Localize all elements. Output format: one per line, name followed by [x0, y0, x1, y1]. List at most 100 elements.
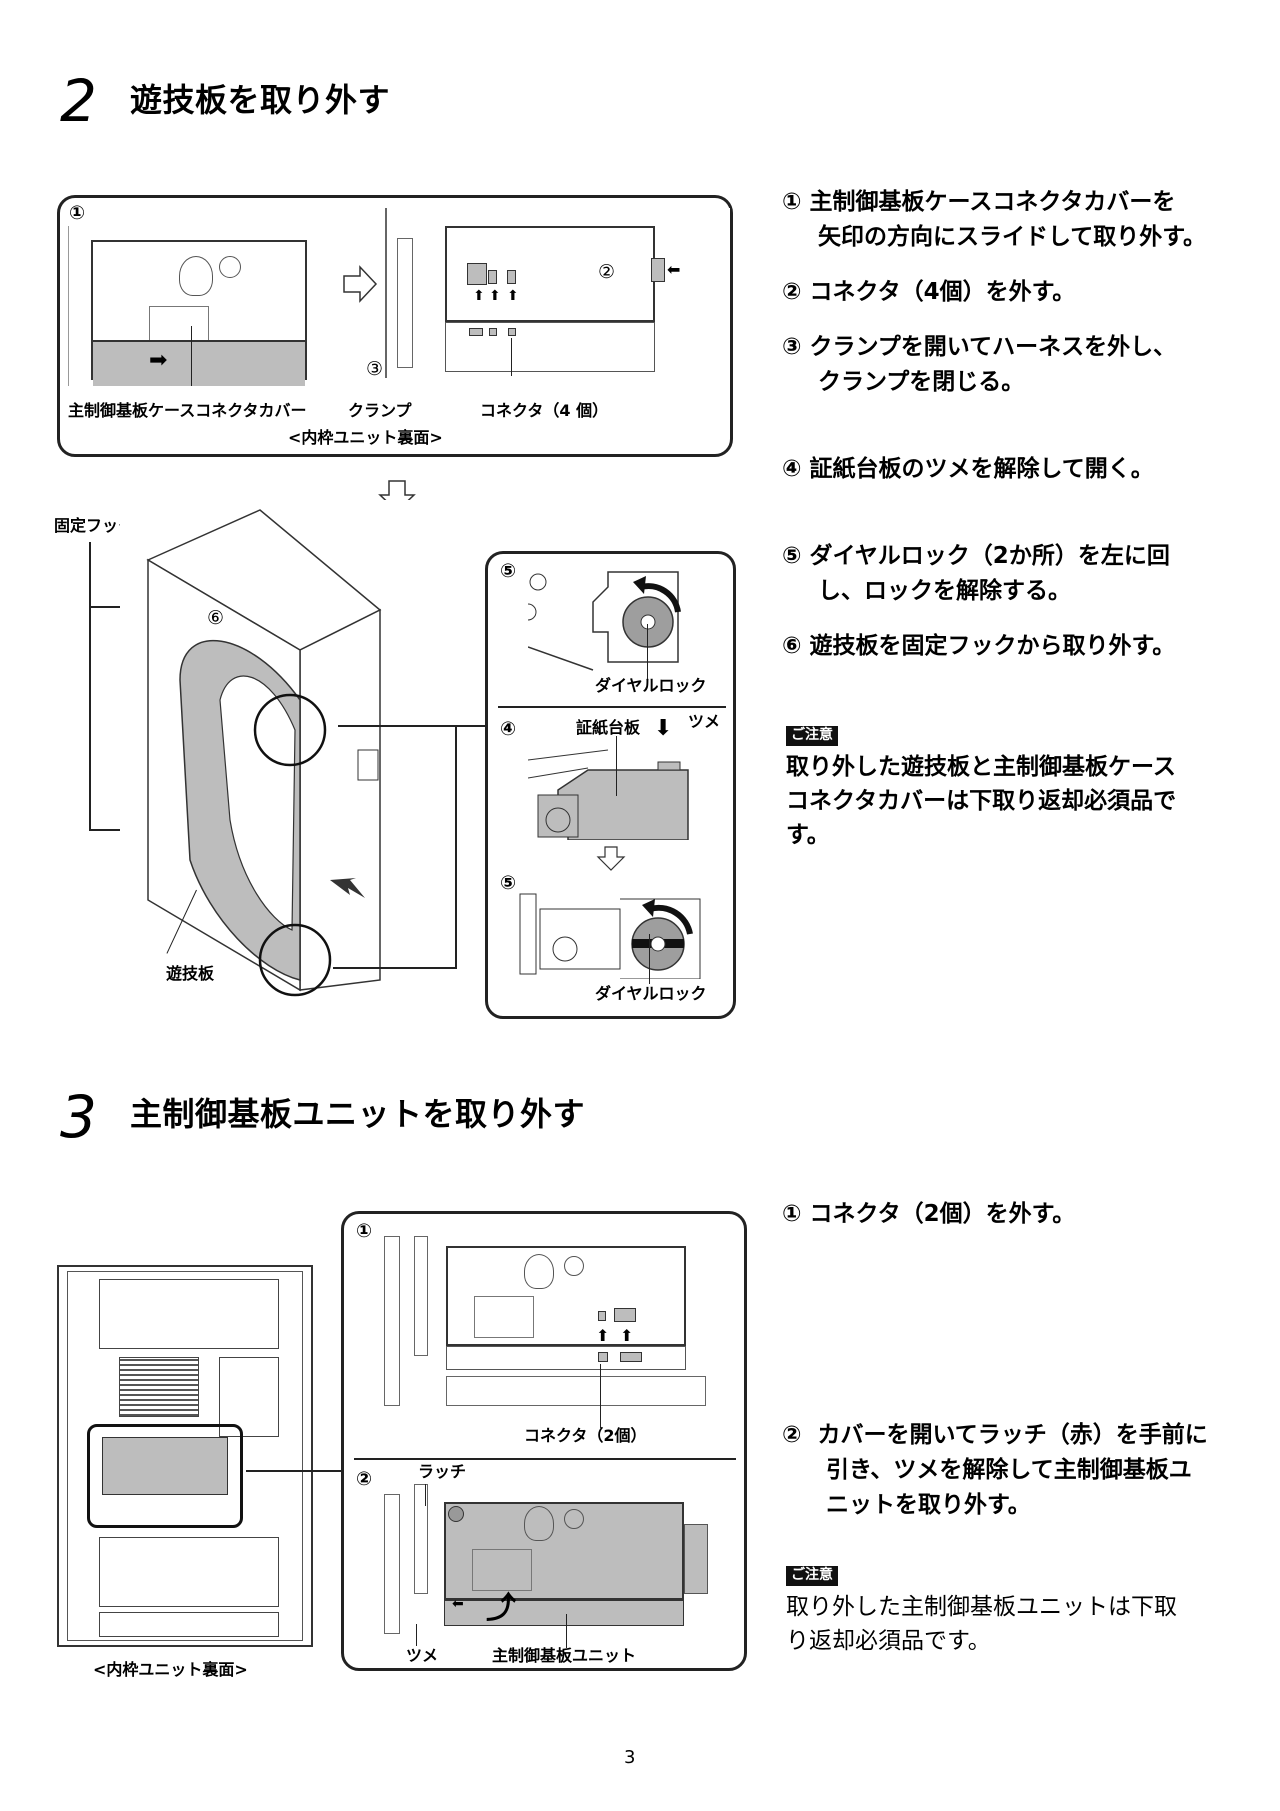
drawing-control-board-connectors: ⬅ ⬆ ⬆ ⬆ ②: [385, 208, 730, 386]
label-tab: ツメ: [688, 712, 721, 731]
pull-arrow-icon: ⬅: [667, 260, 681, 279]
release-arrow-icon: ⬅: [452, 1596, 464, 1612]
step-text: コネクタ（4個）を外す。: [809, 279, 1076, 305]
section-3-number: 3: [60, 1083, 97, 1151]
step-3: ③ クランプを開いてハーネスを外し、 クランプを閉じる。: [782, 330, 1206, 400]
leader-line: [89, 542, 91, 830]
step-text: 証紙台板のツメを解除して開く。: [809, 456, 1154, 482]
leader-line: [333, 967, 456, 969]
note-line: す。: [786, 822, 830, 848]
divider: [354, 1458, 736, 1460]
press-down-arrow-icon: ⬇: [654, 716, 673, 741]
label-dial-lock: ダイヤルロック: [595, 984, 707, 1003]
up-arrow-icon: ⬆: [596, 1326, 610, 1345]
leader-line: [246, 1470, 342, 1472]
step-marker: ⑤: [500, 560, 517, 582]
leader-line: [89, 606, 139, 608]
section-2-number: 2: [60, 67, 97, 135]
highlight-control-unit: [87, 1424, 243, 1528]
figure-caption: <内枠ユニット裏面>: [93, 1660, 248, 1679]
leader-line: [89, 829, 139, 831]
step-text: クランプを閉じる。: [818, 369, 1025, 395]
step-2: ② コネクタ（4個）を外す。: [782, 275, 1206, 310]
step-5: ⑤ ダイヤルロック（2か所）を左に回 し、ロックを解除する。: [782, 539, 1206, 609]
drawing-stamp-plate: [528, 749, 689, 840]
step-text: コネクタ（2個）を外す。: [809, 1201, 1076, 1227]
note-line: 取り外した遊技板と主制御基板ケース: [786, 754, 1176, 780]
step-text: 主制御基板ケースコネクタカバーを: [809, 189, 1176, 215]
divider: [498, 706, 726, 708]
leader-line: [338, 725, 456, 727]
label-tab: ツメ: [406, 1646, 439, 1665]
leader-line: [455, 725, 457, 969]
section-2-note: ご注意 取り外した遊技板と主制御基板ケース コネクタカバーは下取り返却必須品で …: [786, 724, 1176, 852]
up-arrow-icon: ⬆: [507, 288, 519, 304]
section-3-steps-2: ② カバーを開いてラッチ（赤）を手前に 引き、ツメを解除して主制御基板ユ ニット…: [782, 1418, 1208, 1523]
step-6: ⑥ 遊技板を固定フックから取り外す。: [782, 629, 1206, 664]
label-stamp-plate: 証紙台板: [576, 718, 641, 737]
section-3-note: ご注意 取り外した主制御基板ユニットは下取 り返却必須品です。: [786, 1564, 1177, 1658]
step-marker: ⑤: [500, 872, 517, 894]
step-marker: ⑥: [782, 633, 802, 659]
step-marker: ③: [366, 358, 384, 380]
label-latch: ラッチ: [418, 1462, 467, 1481]
drawing-control-unit-removal: ⬅ ⤴: [374, 1484, 734, 1634]
step-marker: ①: [782, 189, 802, 215]
connector-cover: [93, 340, 305, 386]
note-line: コネクタカバーは下取り返却必須品で: [786, 788, 1177, 814]
label-control-unit: 主制御基板ユニット: [492, 1646, 637, 1665]
label-fixing-hook: 固定フック: [54, 516, 135, 535]
up-arrow-icon: ⬆: [620, 1326, 634, 1345]
leader-line: [456, 725, 486, 727]
step-text: し、ロックを解除する。: [818, 578, 1071, 604]
slide-arrow-icon: ➡: [149, 348, 168, 373]
step-text: クランプを開いてハーネスを外し、: [809, 334, 1177, 360]
caution-badge: ご注意: [786, 726, 838, 746]
section-2-title: 遊技板を取り外す: [130, 81, 391, 119]
up-arrow-icon: ⬆: [489, 288, 501, 304]
page-number: 3: [624, 1747, 636, 1768]
step-marker: ②: [782, 279, 802, 305]
label-connector-cover: 主制御基板ケースコネクタカバー: [68, 401, 307, 420]
step-text: カバーを開いてラッチ（赤）を手前に: [817, 1422, 1208, 1448]
figure-panel-control-unit: ① ⬆ ⬆ コネクタ（2個） ② ラッチ ⬅ ⤴ ツメ 主制御基板ユニット: [341, 1211, 747, 1671]
figure-panel-cover-connectors: ① ➡ ⬅ ⬆ ⬆ ⬆ ② ③ 主制御基板ケースコネクタカバー クランプ コネク…: [57, 195, 733, 457]
note-line: り返却必須品です。: [786, 1628, 991, 1654]
label-game-board: 遊技板: [166, 964, 215, 983]
drawing-control-board-before: ➡: [68, 226, 338, 386]
figure-caption: <内枠ユニット裏面>: [288, 428, 443, 447]
drawing-cabinet-unit: [120, 500, 420, 1000]
step-2: ② カバーを開いてラッチ（赤）を手前に 引き、ツメを解除して主制御基板ユ ニット…: [782, 1418, 1208, 1523]
step-marker: ②: [782, 1422, 802, 1448]
step-text: 遊技板を固定フックから取り外す。: [809, 633, 1176, 659]
next-arrow-icon: [343, 265, 378, 303]
step-marker: ⑤: [782, 543, 802, 569]
drawing-dial-lock-b: [519, 893, 701, 979]
label-connectors-2: コネクタ（2個）: [524, 1426, 647, 1445]
step-marker: ②: [356, 1468, 373, 1490]
section-3-title: 主制御基板ユニットを取り外す: [130, 1095, 586, 1133]
drawing-control-board-connectors-2: ⬆ ⬆: [374, 1226, 734, 1414]
step-text: ダイヤルロック（2か所）を左に回: [809, 543, 1170, 569]
step-4: ④ 証紙台板のツメを解除して開く。: [782, 452, 1206, 487]
step-marker: ⑥: [207, 607, 225, 629]
step-marker: ④: [500, 718, 517, 740]
step-marker: ③: [782, 334, 802, 360]
label-dial-lock: ダイヤルロック: [595, 676, 707, 695]
note-line: 取り外した主制御基板ユニットは下取: [786, 1594, 1177, 1620]
step-marker: ②: [598, 261, 616, 283]
step-marker: ④: [782, 456, 802, 482]
step-marker: ①: [356, 1220, 373, 1242]
step-text: ニットを取り外す。: [826, 1492, 1031, 1518]
step-marker: ①: [782, 1201, 802, 1227]
up-arrow-icon: ⬆: [473, 288, 485, 304]
open-arrow-icon: ⤴: [486, 1591, 516, 1626]
step-text: 矢印の方向にスライドして取り外す。: [818, 224, 1207, 250]
step-1: ① 主制御基板ケースコネクタカバーを 矢印の方向にスライドして取り外す。: [782, 185, 1206, 255]
step-1: ① コネクタ（2個）を外す。: [782, 1197, 1075, 1232]
step-text: 引き、ツメを解除して主制御基板ユ: [826, 1457, 1192, 1483]
drawing-dial-lock-a: [528, 571, 681, 671]
caution-badge: ご注意: [786, 1566, 838, 1586]
section-2-steps: ① 主制御基板ケースコネクタカバーを 矢印の方向にスライドして取り外す。 ② コ…: [782, 185, 1206, 664]
label-clamp: クランプ: [348, 401, 412, 420]
